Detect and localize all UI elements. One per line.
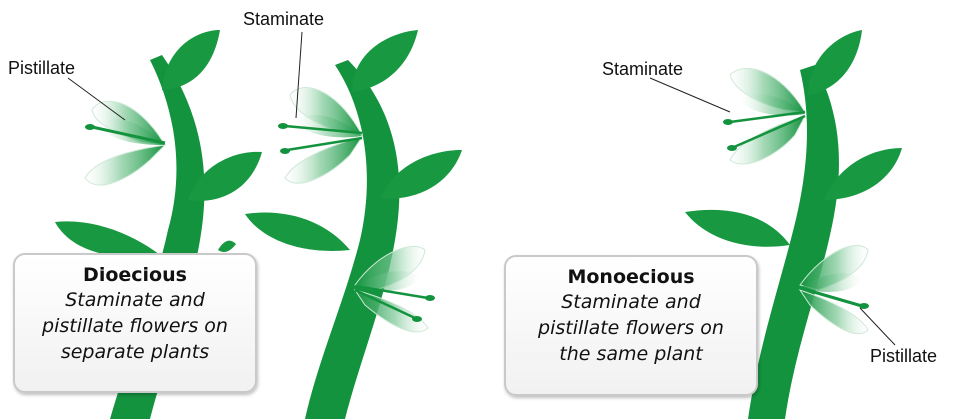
monoecious-desc-line-3: the same plant [506, 341, 756, 367]
leaf-middle-top [352, 30, 418, 92]
staminate-flower-right [723, 68, 805, 164]
leader-staminate-right [650, 78, 730, 112]
leaf-left-top [162, 30, 220, 90]
dioecious-caption-box: Dioecious Staminate and pistillate flowe… [13, 253, 257, 393]
monoecious-desc-line-1: Staminate and [506, 289, 756, 315]
label-pistillate-left: Pistillate [8, 58, 75, 78]
pistillate-flower-left [85, 101, 165, 185]
leaf-right-top [808, 30, 862, 95]
dioecious-title: Dioecious [15, 263, 255, 287]
leaf-left-stub [218, 241, 236, 252]
leaf-left-lower [55, 221, 160, 257]
label-staminate-right: Staminate [602, 59, 683, 79]
monoecious-desc-line-2: pistillate flowers on [506, 315, 756, 341]
plant-middle-staminate [245, 30, 462, 419]
dioecious-desc-line-1: Staminate and [15, 287, 255, 313]
monoecious-caption-box: Monoecious Staminate and pistillate flow… [504, 255, 758, 396]
monoecious-title: Monoecious [506, 265, 756, 289]
leaf-middle-left [245, 213, 350, 251]
label-pistillate-right: Pistillate [870, 346, 937, 366]
leaf-right-left [685, 210, 790, 247]
label-staminate-middle: Staminate [243, 9, 324, 29]
dioecious-desc-line-2: pistillate flowers on [15, 313, 255, 339]
dioecious-desc-line-3: separate plants [15, 339, 255, 365]
staminate-flower-middle-top [278, 88, 362, 184]
